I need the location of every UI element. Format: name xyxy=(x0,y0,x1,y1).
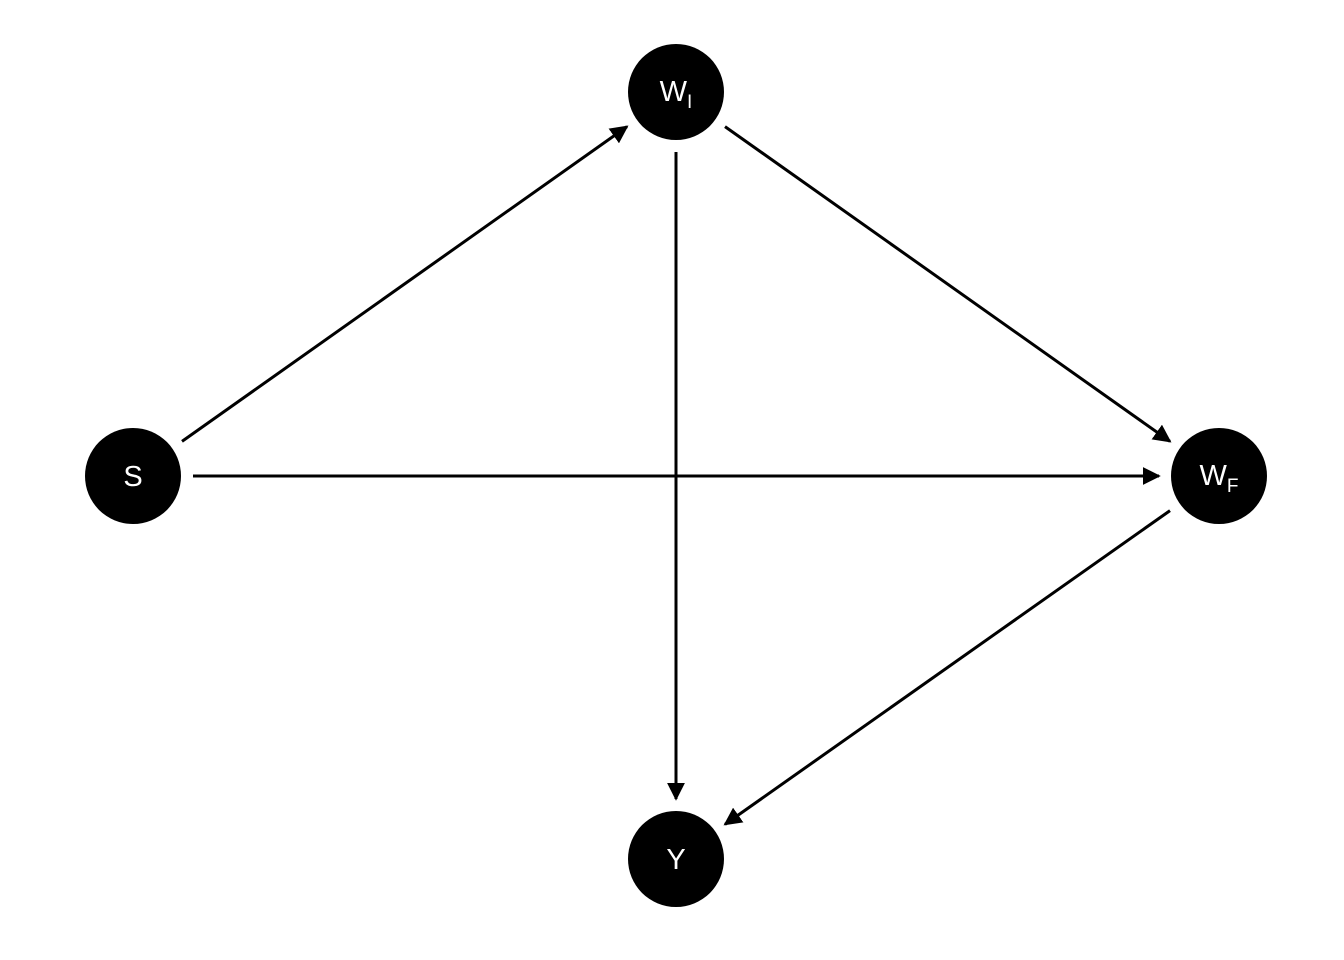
node-wi-subscript: I xyxy=(687,92,692,113)
node-wf-subscript: F xyxy=(1227,476,1239,497)
node-s: S xyxy=(85,428,181,524)
edges xyxy=(181,125,1172,826)
node-wf-circle xyxy=(1171,428,1267,524)
edge-s-to-wi xyxy=(181,125,629,443)
node-y: Y xyxy=(628,811,724,907)
node-s-label: S xyxy=(123,461,142,493)
node-wf-label: WF xyxy=(1200,460,1239,497)
node-wi-label: WI xyxy=(660,76,693,113)
edge-wi-to-wf xyxy=(724,125,1172,443)
node-y-label: Y xyxy=(666,844,685,876)
node-wi-circle xyxy=(628,44,724,140)
node-y-circle xyxy=(628,811,724,907)
node-wf: WF xyxy=(1171,428,1267,524)
node-s-circle xyxy=(85,428,181,524)
node-wi: WI xyxy=(628,44,724,140)
edge-wf-to-y xyxy=(723,509,1171,826)
